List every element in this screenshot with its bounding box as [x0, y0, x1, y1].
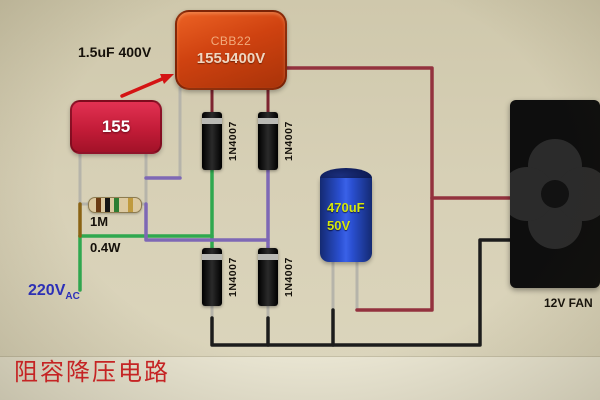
electrolytic-capacitor: 470uF 50V [320, 178, 372, 262]
resistor-power-label: 0.4W [90, 240, 121, 255]
diode-part-label: 1N4007 [227, 121, 239, 161]
resistor-band-icon [128, 198, 133, 212]
bleed-resistor [88, 197, 142, 213]
diode-bottom-left [202, 248, 222, 306]
resistor-value-label: 1M [90, 214, 109, 229]
fan-blades-icon [510, 139, 600, 249]
table-surface [0, 356, 600, 400]
cathode-band-icon [258, 254, 278, 260]
wire-dc-positive [280, 66, 512, 312]
resistor-band-icon [96, 198, 101, 212]
resistor-band-icon [114, 198, 119, 212]
diode-bottom-right [258, 248, 278, 306]
page-title: 阻容降压电路 [14, 359, 170, 386]
cbb22-value-label: 155J400V [196, 49, 266, 67]
cbb22-capacitor: CBB22 155J400V [175, 10, 287, 90]
fan-module [510, 100, 600, 288]
wire-purple [144, 168, 270, 250]
wire-dc-negative [210, 238, 512, 347]
mains-voltage-value: 220V [28, 282, 66, 299]
electrolytic-value-label: 470uF [327, 200, 365, 215]
annotation-arrow-icon [120, 74, 174, 98]
diode-part-label: 1N4007 [227, 257, 239, 297]
film-capacitor-155: 155 [70, 100, 162, 154]
fan-label: 12V FAN [544, 296, 593, 310]
diode-part-label: 1N4007 [283, 121, 295, 161]
cathode-band-icon [258, 118, 278, 124]
diode-top-right [258, 112, 278, 170]
cbb22-series-label: CBB22 [210, 33, 252, 48]
diode-top-left [202, 112, 222, 170]
cathode-band-icon [202, 254, 222, 260]
cathode-band-icon [202, 118, 222, 124]
diode-part-label: 1N4007 [283, 257, 295, 297]
resistor-band-icon [105, 198, 110, 212]
film-capacitor-label: 155 [101, 117, 131, 136]
capacitor-value-annotation: 1.5uF 400V [78, 44, 152, 60]
electrolytic-voltage-label: 50V [327, 218, 351, 233]
mains-voltage-label: 220VAC [28, 282, 80, 302]
mains-ac-suffix: AC [65, 291, 80, 303]
